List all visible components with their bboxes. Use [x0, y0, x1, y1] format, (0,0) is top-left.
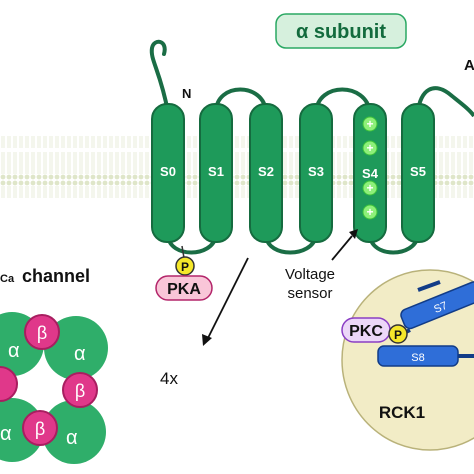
svg-text:α: α: [66, 427, 78, 449]
a-label: A: [464, 57, 474, 74]
svg-text:PKA: PKA: [167, 281, 201, 298]
channel-title: channel: [22, 266, 90, 286]
segment-s5: S5: [401, 103, 435, 243]
svg-text:β: β: [35, 419, 45, 439]
svg-text:PKC: PKC: [349, 323, 383, 340]
segment-label: S0: [160, 164, 176, 179]
pka-badge: PKA: [155, 275, 213, 301]
n-terminus-tail: [149, 39, 170, 114]
segment-s3: S3: [299, 103, 333, 243]
segment-label: S1: [208, 164, 224, 179]
svg-text:β: β: [75, 381, 85, 401]
svg-text:β: β: [37, 323, 47, 343]
svg-text:α: α: [8, 340, 20, 362]
tetramer-arrow: [207, 257, 249, 339]
pkc-badge: PKC: [341, 317, 391, 343]
voltage-label-line2: sensor: [287, 285, 332, 302]
segment-label: S2: [258, 164, 274, 179]
svg-text:+: +: [366, 141, 373, 155]
membrane: [0, 136, 474, 198]
segment-s1: S1: [199, 103, 233, 243]
pkc-phospho-site: P: [388, 324, 408, 344]
tetramer-cluster: α α α α β β β: [0, 312, 108, 464]
pka-phospho-site: P: [175, 256, 195, 276]
svg-text:α: α: [74, 343, 86, 365]
segment-label: S4: [362, 166, 379, 181]
segment-label: S3: [308, 164, 324, 179]
svg-text:+: +: [366, 181, 373, 195]
positive-charge-icon: [362, 180, 378, 196]
svg-text:S8: S8: [411, 352, 424, 364]
svg-text:S7: S7: [432, 300, 449, 316]
tetramer-count: 4x: [160, 369, 178, 388]
positive-charge-icon: [362, 116, 378, 132]
segment-s2: S2: [249, 103, 283, 243]
rck1-domain: S8 S7 RCK1: [341, 269, 474, 451]
alpha-subunit-label: α subunit: [275, 13, 407, 49]
svg-text:+: +: [366, 205, 373, 219]
segment-label: S5: [410, 164, 426, 179]
segment-s4: ++++S4: [353, 103, 387, 243]
voltage-label-line1: Voltage: [285, 266, 335, 283]
svg-text:P: P: [181, 260, 189, 274]
svg-text:P: P: [394, 328, 402, 342]
voltage-sensor-arrow: [331, 235, 353, 261]
channel-subscript: Ca: [0, 273, 15, 285]
svg-text:+: +: [366, 117, 373, 131]
svg-text:α: α: [0, 423, 12, 445]
svg-text:α subunit: α subunit: [296, 21, 386, 43]
n-terminus-label: N: [182, 86, 191, 101]
positive-charge-icon: [362, 204, 378, 220]
s7-helix: S7: [400, 281, 474, 330]
rck1-label: RCK1: [379, 403, 425, 422]
positive-charge-icon: [362, 140, 378, 156]
segment-s0: S0: [151, 103, 185, 243]
